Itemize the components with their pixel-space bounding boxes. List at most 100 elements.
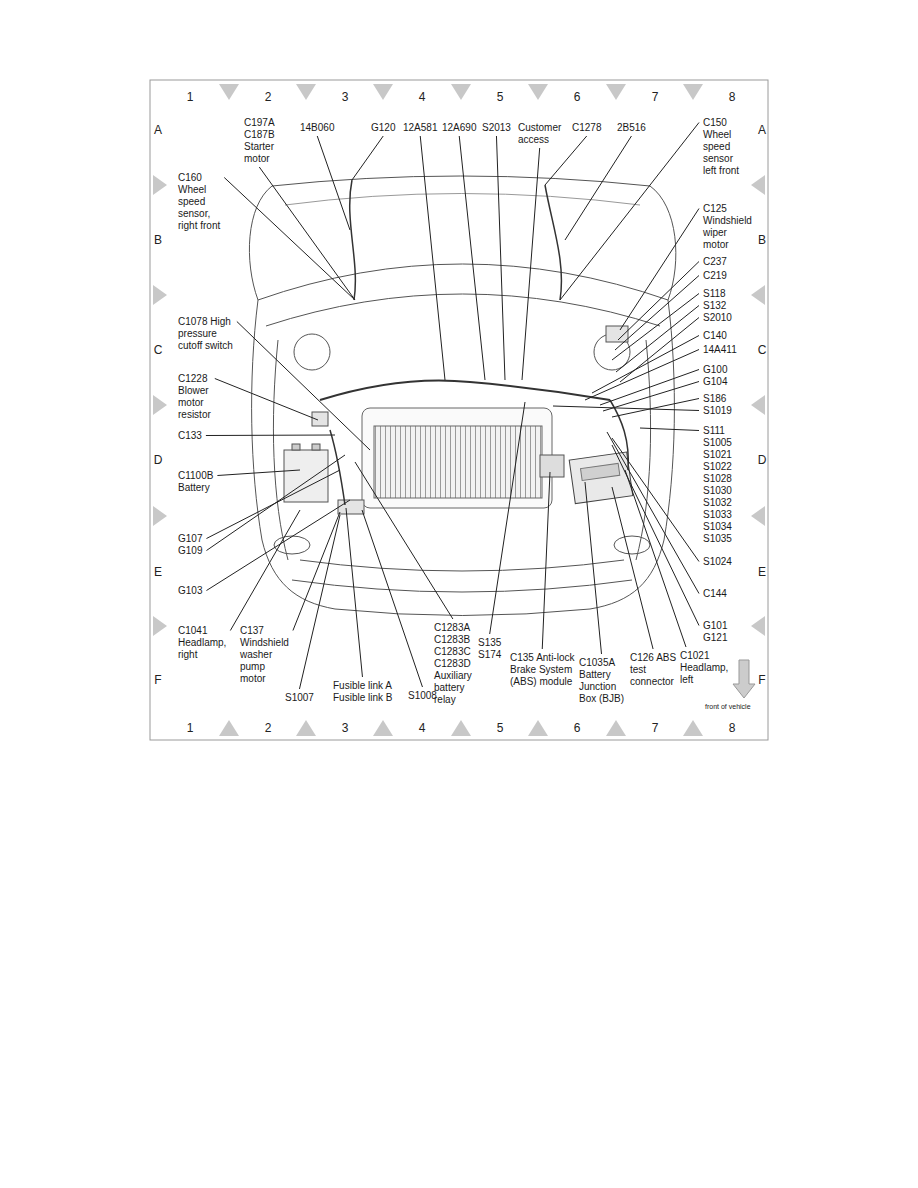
grid-reference: 3 xyxy=(342,721,349,735)
callout-label: S1034 xyxy=(703,521,732,533)
leader-line xyxy=(352,136,383,180)
callout-label: G100 xyxy=(703,364,727,376)
callout-label: 2B516 xyxy=(617,122,646,134)
callout-label: Fusible link B xyxy=(333,692,392,704)
callout-label: C1228 Blower motor resistor xyxy=(178,373,233,421)
grid-reference: 8 xyxy=(729,721,736,735)
callout-label: S135 S174 xyxy=(478,637,508,661)
grid-reference: 6 xyxy=(574,90,581,104)
grid-reference: E xyxy=(758,565,766,579)
leader-line xyxy=(620,209,699,331)
leader-line xyxy=(545,136,587,185)
leader-line xyxy=(206,435,335,437)
callout-label: C137 Windshield washer pump motor xyxy=(240,625,292,685)
leader-line xyxy=(553,406,699,411)
grid-reference: A xyxy=(154,123,162,137)
leader-line xyxy=(585,482,602,654)
leader-line xyxy=(217,470,300,476)
callout-label: front of vehicle xyxy=(705,702,751,711)
callout-label: C1021 Headlamp, left xyxy=(680,650,732,686)
leader-line xyxy=(618,262,699,341)
leader-line xyxy=(293,512,340,631)
callout-label: S1008 xyxy=(408,690,437,702)
callout-label: Fusible link A xyxy=(333,680,392,692)
callout-label: 12A690 xyxy=(442,122,476,134)
callout-label: S1007 xyxy=(285,692,314,704)
grid-reference: 5 xyxy=(497,721,504,735)
leader-line xyxy=(522,148,540,380)
leader-line xyxy=(459,136,485,380)
leader-line xyxy=(612,294,699,361)
leader-line xyxy=(616,306,699,373)
callout-label: C140 xyxy=(703,330,727,342)
callout-label: C126 ABS test connector xyxy=(630,652,678,688)
callout-label: S1035 xyxy=(703,533,732,545)
callout-label: C133 xyxy=(178,430,202,442)
leader-line xyxy=(362,510,422,687)
callout-label: S1033 xyxy=(703,509,732,521)
grid-reference: D xyxy=(154,453,163,467)
callout-label: C1283A C1283B C1283C C1283D Auxiliary ba… xyxy=(434,622,479,706)
leader-line xyxy=(215,379,318,421)
grid-reference: 2 xyxy=(265,90,272,104)
callout-label: S1021 xyxy=(703,449,732,461)
grid-reference: 2 xyxy=(265,721,272,735)
grid-reference: 7 xyxy=(652,90,659,104)
callout-label: S1019 xyxy=(703,405,732,417)
callout-label: S2013 xyxy=(482,122,511,134)
callout-label: C219 xyxy=(703,270,727,282)
callout-label: G103 xyxy=(178,585,202,597)
engine-components xyxy=(284,180,633,514)
grid-reference: B xyxy=(758,233,766,247)
callout-label: 14A411 xyxy=(703,344,737,356)
leader-line xyxy=(259,167,355,300)
callout-label: C1278 xyxy=(572,122,601,134)
leader-line xyxy=(355,462,453,619)
grid-reference: 4 xyxy=(419,721,426,735)
callout-label: G104 xyxy=(703,376,727,388)
callout-label: C125 Windshield wiper motor xyxy=(703,203,753,251)
callout-label: G121 xyxy=(703,632,727,644)
callout-label: S132 xyxy=(703,300,726,312)
callout-label: G109 xyxy=(178,545,202,557)
callout-label: C1035A Battery Junction Box (BJB) xyxy=(579,657,627,705)
leader-line xyxy=(317,136,350,230)
leader-line xyxy=(620,318,699,383)
leader-line xyxy=(640,428,699,431)
leader-line xyxy=(420,136,445,380)
callout-label: C1041 Headlamp, right xyxy=(178,625,233,661)
leader-line xyxy=(560,123,699,301)
grid-reference: 6 xyxy=(574,721,581,735)
leader-line xyxy=(206,500,350,591)
callout-label: S186 xyxy=(703,393,726,405)
callout-label: S111 xyxy=(703,425,725,437)
callout-label: C144 xyxy=(703,588,727,600)
grid-reference: 1 xyxy=(187,721,194,735)
grid-reference: F xyxy=(758,673,765,687)
callout-label: G101 xyxy=(703,620,727,632)
grid-reference: E xyxy=(154,565,162,579)
front-arrow xyxy=(733,660,755,698)
callout-label: S1028 xyxy=(703,473,732,485)
leader-line xyxy=(490,402,525,634)
callout-label: 14B060 xyxy=(300,122,334,134)
callout-label: S1032 xyxy=(703,497,732,509)
grid-reference: 4 xyxy=(419,90,426,104)
leader-line xyxy=(612,438,699,562)
grid-reference: 1 xyxy=(187,90,194,104)
leader-line xyxy=(206,455,345,551)
callout-label: S1024 xyxy=(703,556,732,568)
leader-line xyxy=(600,370,699,406)
callout-label: 12A581 xyxy=(403,122,437,134)
callout-label: C1078 High pressure cutoff switch xyxy=(178,316,238,352)
callout-label: C237 xyxy=(703,256,727,268)
leader-line xyxy=(224,178,355,301)
grid-chevrons xyxy=(153,84,765,736)
leader-line xyxy=(607,432,699,594)
leader-line xyxy=(612,445,699,626)
frame xyxy=(150,80,768,740)
grid-reference: 5 xyxy=(497,90,504,104)
leader-line xyxy=(565,136,631,240)
grid-reference: 7 xyxy=(652,721,659,735)
